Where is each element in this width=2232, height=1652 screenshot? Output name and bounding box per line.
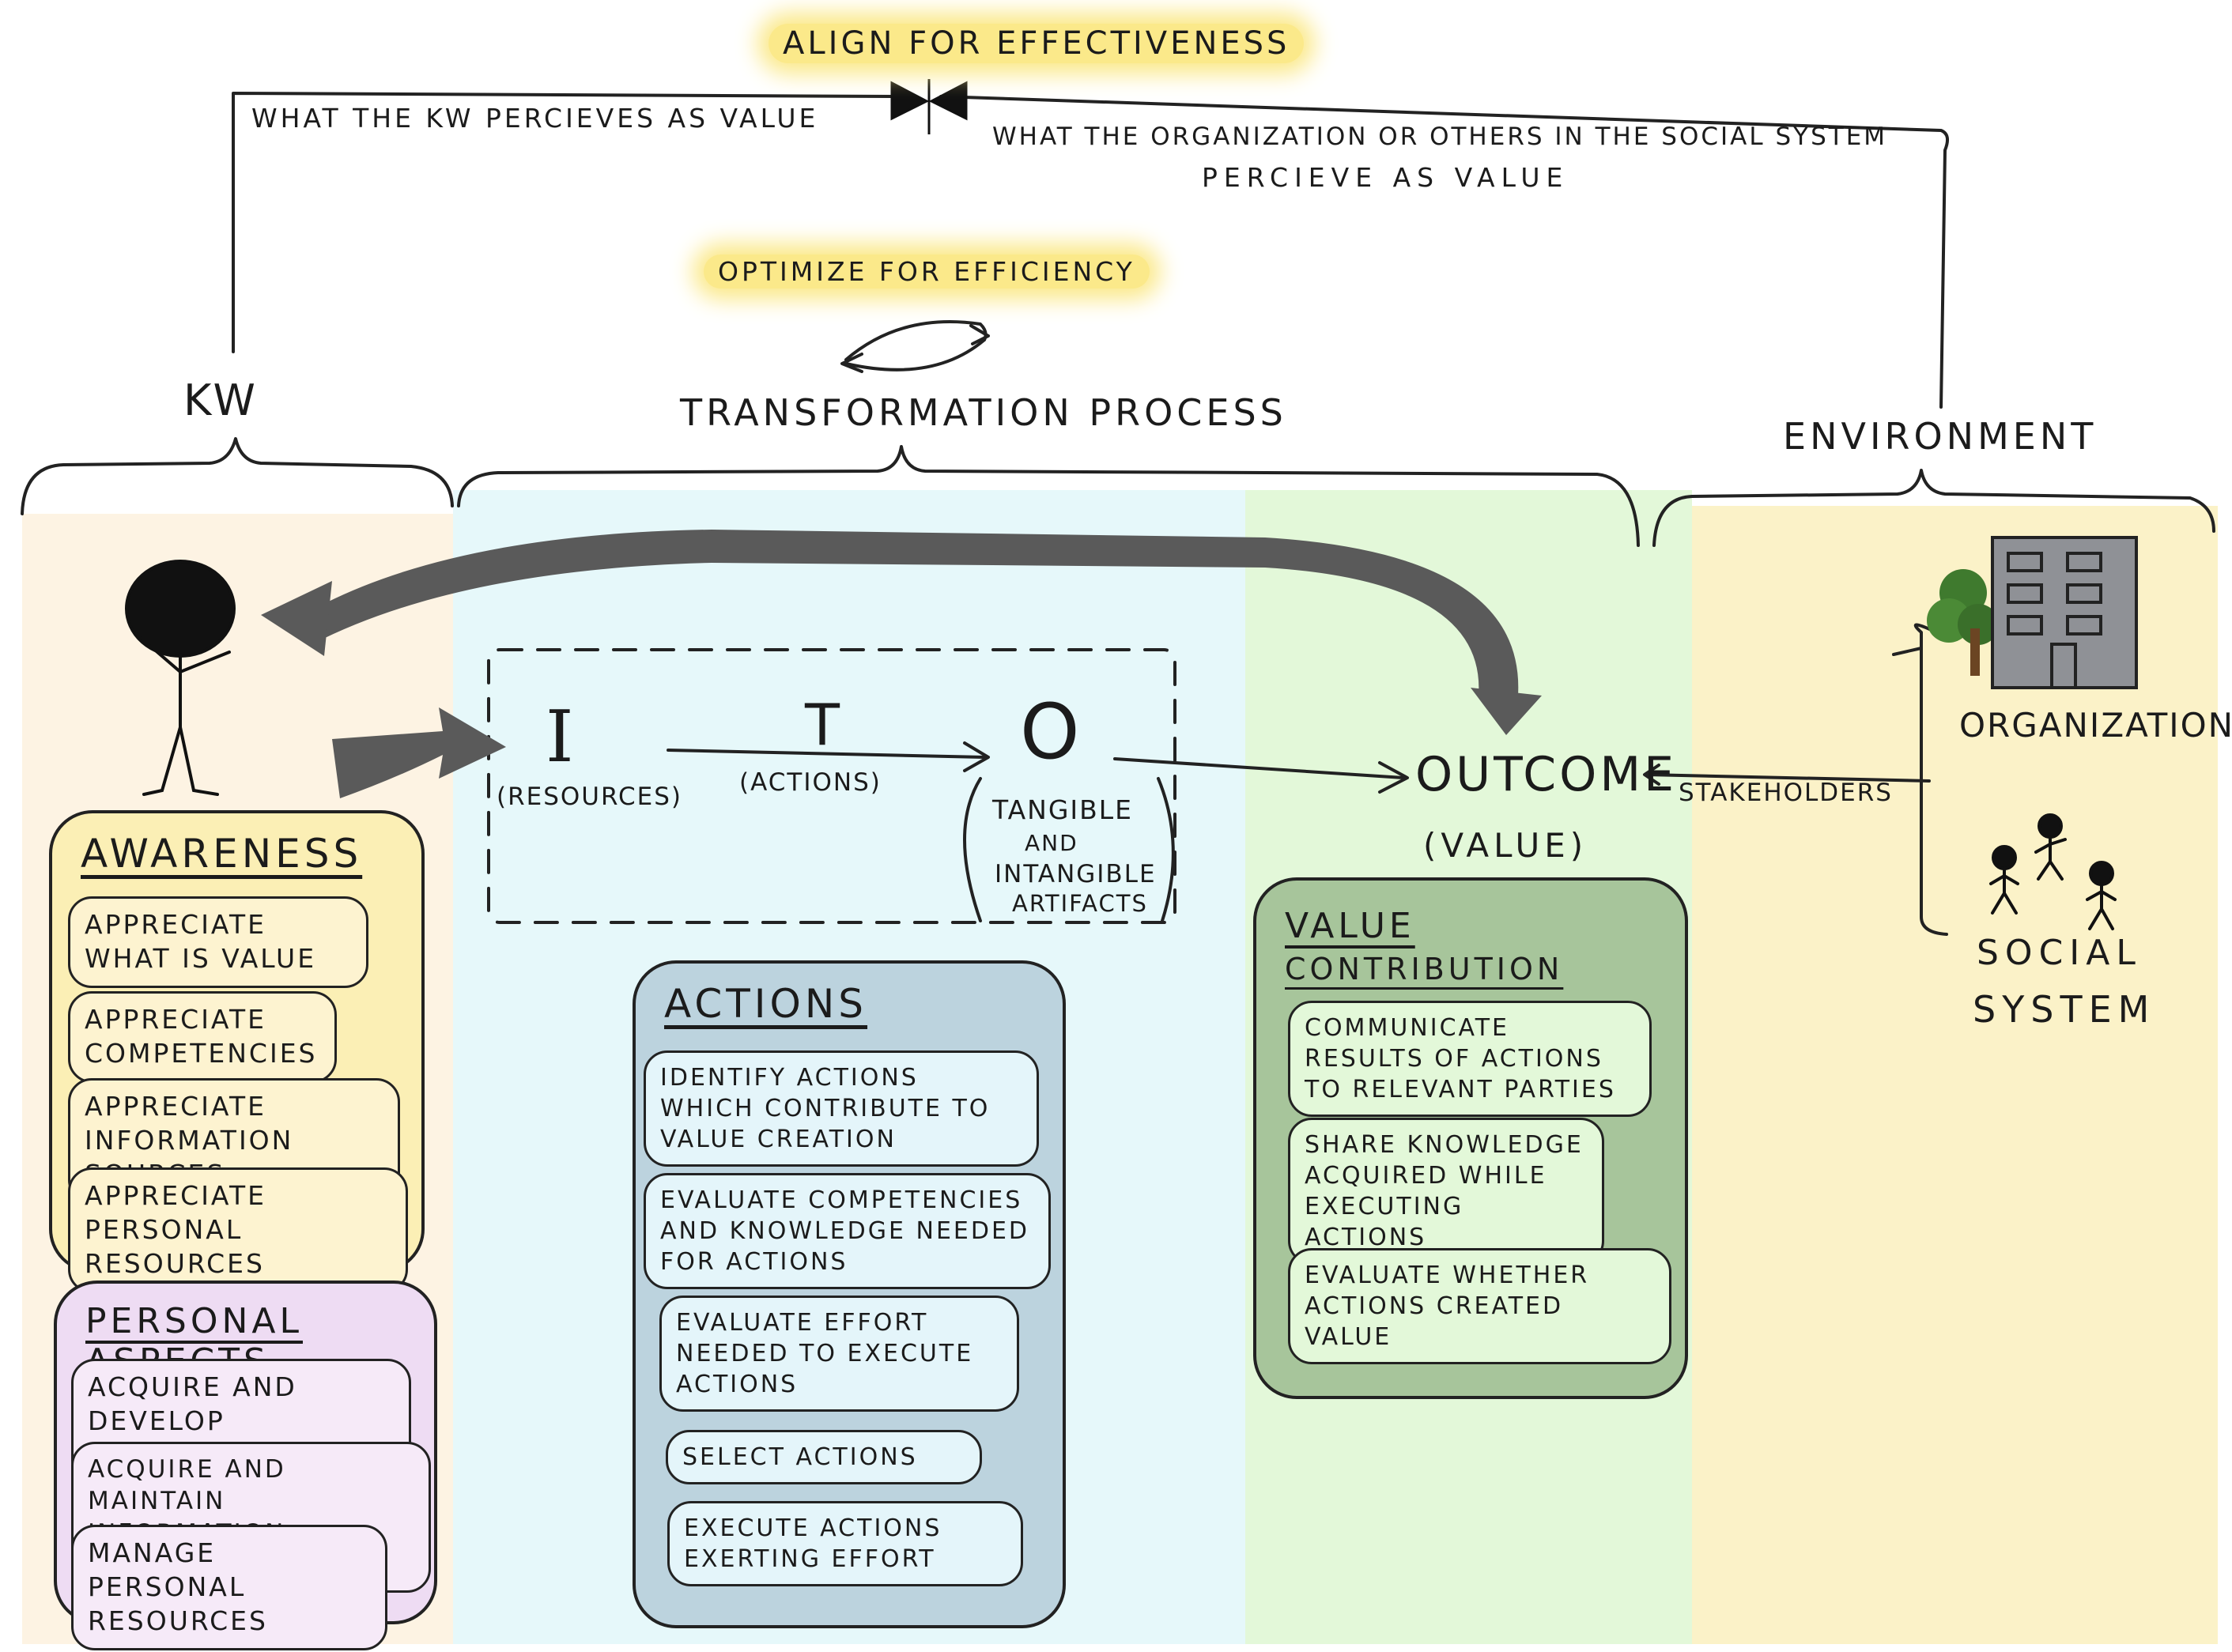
align-bowtie-icon bbox=[890, 79, 968, 134]
stakeholders-label: Stakeholders bbox=[1679, 779, 1893, 807]
building-icon bbox=[1927, 536, 2138, 689]
stakeholders-bracket bbox=[1913, 623, 1948, 936]
stakeholders-arrow bbox=[1645, 773, 1931, 783]
environment-header: Environment bbox=[1783, 415, 2098, 458]
awareness-item: Appreciate what is value bbox=[68, 896, 368, 988]
process-brace bbox=[457, 445, 1640, 547]
kw-to-input-arrow bbox=[332, 707, 506, 798]
social-system-label-2: System bbox=[1973, 988, 2156, 1031]
environment-region bbox=[1692, 506, 2218, 1644]
org-value-label-line2: percieve as value bbox=[1202, 162, 1569, 193]
output-to-outcome-arrow bbox=[1113, 757, 1405, 779]
value-contribution-title-1: Value bbox=[1285, 906, 1415, 946]
value-contribution-item: Evaluate whether actions created value bbox=[1288, 1248, 1671, 1364]
knowledge-worker-figure bbox=[125, 560, 236, 796]
org-value-label-line1: What the organization or others in the s… bbox=[992, 123, 1888, 151]
social-system-people-icon bbox=[1989, 813, 2117, 930]
transform-label: (Actions) bbox=[739, 768, 882, 797]
kw-header: KW bbox=[183, 375, 259, 425]
awareness-item: Appreciate competencies bbox=[68, 991, 337, 1083]
value-contribution-item: Communicate results of actions to releva… bbox=[1288, 1001, 1652, 1117]
actions-item: Identify actions which contribute to val… bbox=[644, 1050, 1039, 1167]
transformation-process-header: Transformation process bbox=[680, 391, 1287, 434]
output-symbol: O bbox=[1020, 688, 1080, 776]
process-dashed-box bbox=[487, 648, 1176, 924]
org-value-connector bbox=[939, 95, 1950, 409]
personal-aspects-panel: Personal aspects Acquire and develop com… bbox=[54, 1280, 437, 1650]
output-label-1: Tangible bbox=[992, 794, 1134, 825]
organization-label: Organization bbox=[1959, 706, 2232, 745]
output-label-4: artifacts bbox=[1012, 890, 1148, 917]
value-contribution-item: Share knowledge acquired while executing… bbox=[1288, 1118, 1604, 1265]
transform-symbol: T bbox=[805, 692, 840, 758]
social-system-label-1: Social bbox=[1977, 933, 2142, 973]
personal-aspects-item: Manage personal resources bbox=[71, 1525, 387, 1650]
actions-item: Execute actions exerting effort bbox=[667, 1501, 1023, 1586]
value-contribution-panel: Value contribution Communicate results o… bbox=[1253, 877, 1688, 1399]
actions-title: Actions bbox=[664, 981, 868, 1027]
input-symbol: I bbox=[546, 696, 574, 779]
awareness-panel: Awareness Appreciate what is value Appre… bbox=[49, 810, 425, 1293]
actions-item: Evaluate competencies and knowledge need… bbox=[644, 1173, 1051, 1289]
output-label-3: intangible bbox=[995, 860, 1157, 888]
environment-brace bbox=[1652, 469, 2215, 547]
actions-panel: Actions Identify actions which contribut… bbox=[633, 960, 1066, 1628]
actions-item: Evaluate effort needed to execute action… bbox=[659, 1296, 1019, 1412]
align-for-effectiveness-label: Align for effectiveness bbox=[769, 24, 1305, 63]
kw-brace bbox=[21, 437, 454, 515]
outcome-value-label: (Value) bbox=[1423, 826, 1588, 865]
awareness-item: Appreciate personal resources bbox=[68, 1167, 408, 1293]
input-to-output-arrow bbox=[667, 749, 986, 759]
awareness-title: Awareness bbox=[81, 831, 363, 877]
actions-item: Select actions bbox=[666, 1430, 982, 1484]
outcome-label: Outcome bbox=[1415, 747, 1678, 802]
optimize-for-efficiency-label: Optimize for efficiency bbox=[704, 255, 1150, 289]
feedback-arrow bbox=[300, 530, 1519, 696]
input-label: (Resources) bbox=[497, 783, 682, 811]
kw-value-connector bbox=[232, 92, 895, 353]
output-label-2: and bbox=[1025, 830, 1078, 856]
kw-value-label: What the KW percieves as value bbox=[251, 103, 819, 134]
value-contribution-title-2: contribution bbox=[1285, 952, 1564, 986]
